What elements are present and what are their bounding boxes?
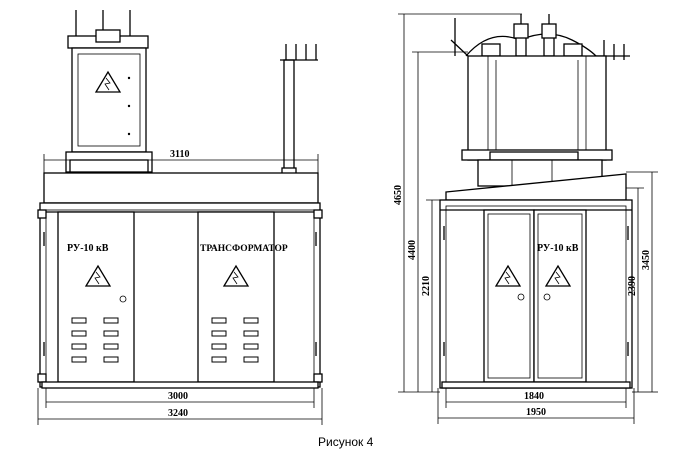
roof-slab	[43, 172, 319, 204]
door-handle	[119, 295, 127, 303]
support-post	[280, 44, 318, 175]
dimension-3110: 3110	[43, 149, 319, 173]
dim-3450-label: 3450	[641, 250, 652, 270]
warning-sign-icon	[94, 70, 122, 93]
side-view: РУ-10 кВ 4650 4400 2210	[393, 13, 658, 424]
dimension-3000: 3000	[45, 388, 315, 408]
door-ru10kv-label: РУ-10 кВ	[67, 243, 109, 254]
door-transformer: ТРАНСФОРМАТОР	[197, 211, 288, 383]
dim-3000-label: 3000	[168, 391, 188, 402]
warning-sign-icon	[222, 264, 250, 287]
dim-4400-label: 4400	[407, 240, 418, 260]
dim-1950-label: 1950	[526, 407, 546, 418]
dimension-4400: 4400	[407, 51, 468, 392]
warning-sign-icon	[494, 264, 522, 287]
warning-sign-icon	[84, 264, 112, 287]
figure-caption: Рисунок 4	[318, 435, 374, 449]
dim-2210-label: 2210	[421, 276, 432, 296]
dimension-1950: 1950	[437, 388, 635, 424]
dim-1840-label: 1840	[524, 391, 544, 402]
dimension-4650: 4650	[393, 13, 522, 393]
front-view: 3110 РУ-10 кВ	[37, 10, 323, 425]
dimension-3450: 3450	[626, 171, 658, 393]
warning-sign-icon	[544, 264, 572, 287]
dim-3110-label: 3110	[170, 149, 189, 160]
hv-terminal-box	[65, 10, 153, 173]
dim-3240-label: 3240	[168, 408, 188, 419]
transformer-bushings	[450, 14, 630, 60]
door-handle	[517, 293, 525, 301]
dim-4650-label: 4650	[393, 185, 404, 205]
door-handle	[543, 293, 551, 301]
door-transformer-label: ТРАНСФОРМАТОР	[200, 244, 288, 254]
dimension-2210: 2210	[421, 199, 446, 392]
side-doors: РУ-10 кВ	[483, 209, 587, 383]
transformer-tank	[461, 55, 613, 187]
dimension-3240: 3240	[37, 388, 323, 425]
dimension-1840: 1840	[445, 388, 627, 408]
dim-2390-label: 2390	[627, 276, 638, 296]
door-ru10kv: РУ-10 кВ	[57, 211, 135, 383]
side-door-label: РУ-10 кВ	[537, 243, 579, 254]
